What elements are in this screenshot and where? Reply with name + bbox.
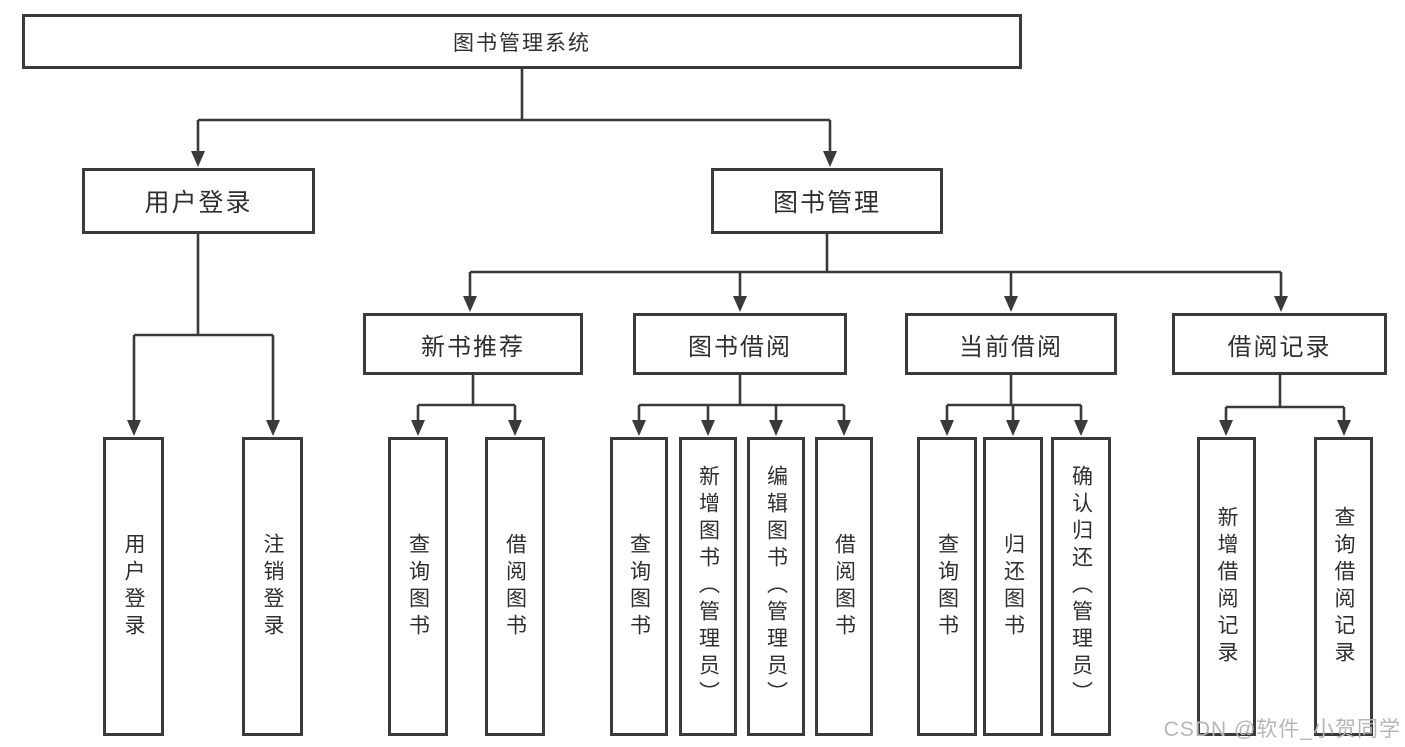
leaf-query-books-borrow: 查询图书 bbox=[610, 437, 668, 736]
leaf-query-books-current: 查询图书 bbox=[917, 437, 977, 736]
leaf-label: 注销登录 bbox=[261, 532, 285, 641]
node-current-borrowing: 当前借阅 bbox=[905, 313, 1117, 375]
node-borrowing-records: 借阅记录 bbox=[1172, 313, 1387, 375]
csdn-watermark: CSDN @软件_小贺同学 bbox=[1163, 718, 1401, 741]
leaf-label: 编辑图书（管理员） bbox=[764, 465, 788, 708]
leaf-query-borrow-record: 查询借阅记录 bbox=[1314, 437, 1373, 736]
leaf-label: 借阅图书 bbox=[832, 532, 856, 641]
leaf-label: 归还图书 bbox=[1001, 532, 1025, 641]
leaf-borrow-books-recommend: 借阅图书 bbox=[485, 437, 545, 736]
leaf-add-borrow-record: 新增借阅记录 bbox=[1197, 437, 1256, 736]
leaf-label: 新增图书（管理员） bbox=[696, 465, 720, 708]
leaf-borrow-books: 借阅图书 bbox=[815, 437, 873, 736]
leaf-query-books-recommend: 查询图书 bbox=[388, 437, 448, 736]
leaf-label: 查询图书 bbox=[935, 532, 959, 641]
leaf-label: 用户登录 bbox=[122, 532, 146, 641]
leaf-confirm-return-admin: 确认归还（管理员） bbox=[1051, 437, 1111, 736]
leaf-user-login: 用户登录 bbox=[103, 437, 164, 736]
leaf-add-books-admin: 新增图书（管理员） bbox=[679, 437, 737, 736]
node-new-book-recommendation: 新书推荐 bbox=[363, 313, 583, 375]
leaf-label: 借阅图书 bbox=[503, 532, 527, 641]
node-library-management-system: 图书管理系统 bbox=[22, 14, 1022, 69]
arrowheads bbox=[127, 151, 1351, 436]
node-book-borrowing: 图书借阅 bbox=[633, 313, 847, 375]
node-book-management: 图书管理 bbox=[711, 168, 943, 234]
leaf-return-books: 归还图书 bbox=[983, 437, 1043, 736]
leaf-edit-books-admin: 编辑图书（管理员） bbox=[747, 437, 805, 736]
leaf-label: 查询图书 bbox=[627, 532, 651, 641]
leaf-label: 查询借阅记录 bbox=[1332, 505, 1356, 668]
leaf-label: 新增借阅记录 bbox=[1215, 505, 1239, 668]
leaf-label: 查询图书 bbox=[406, 532, 430, 641]
leaf-label: 确认归还（管理员） bbox=[1069, 465, 1093, 708]
node-user-login: 用户登录 bbox=[82, 168, 315, 234]
leaf-logout: 注销登录 bbox=[242, 437, 303, 736]
